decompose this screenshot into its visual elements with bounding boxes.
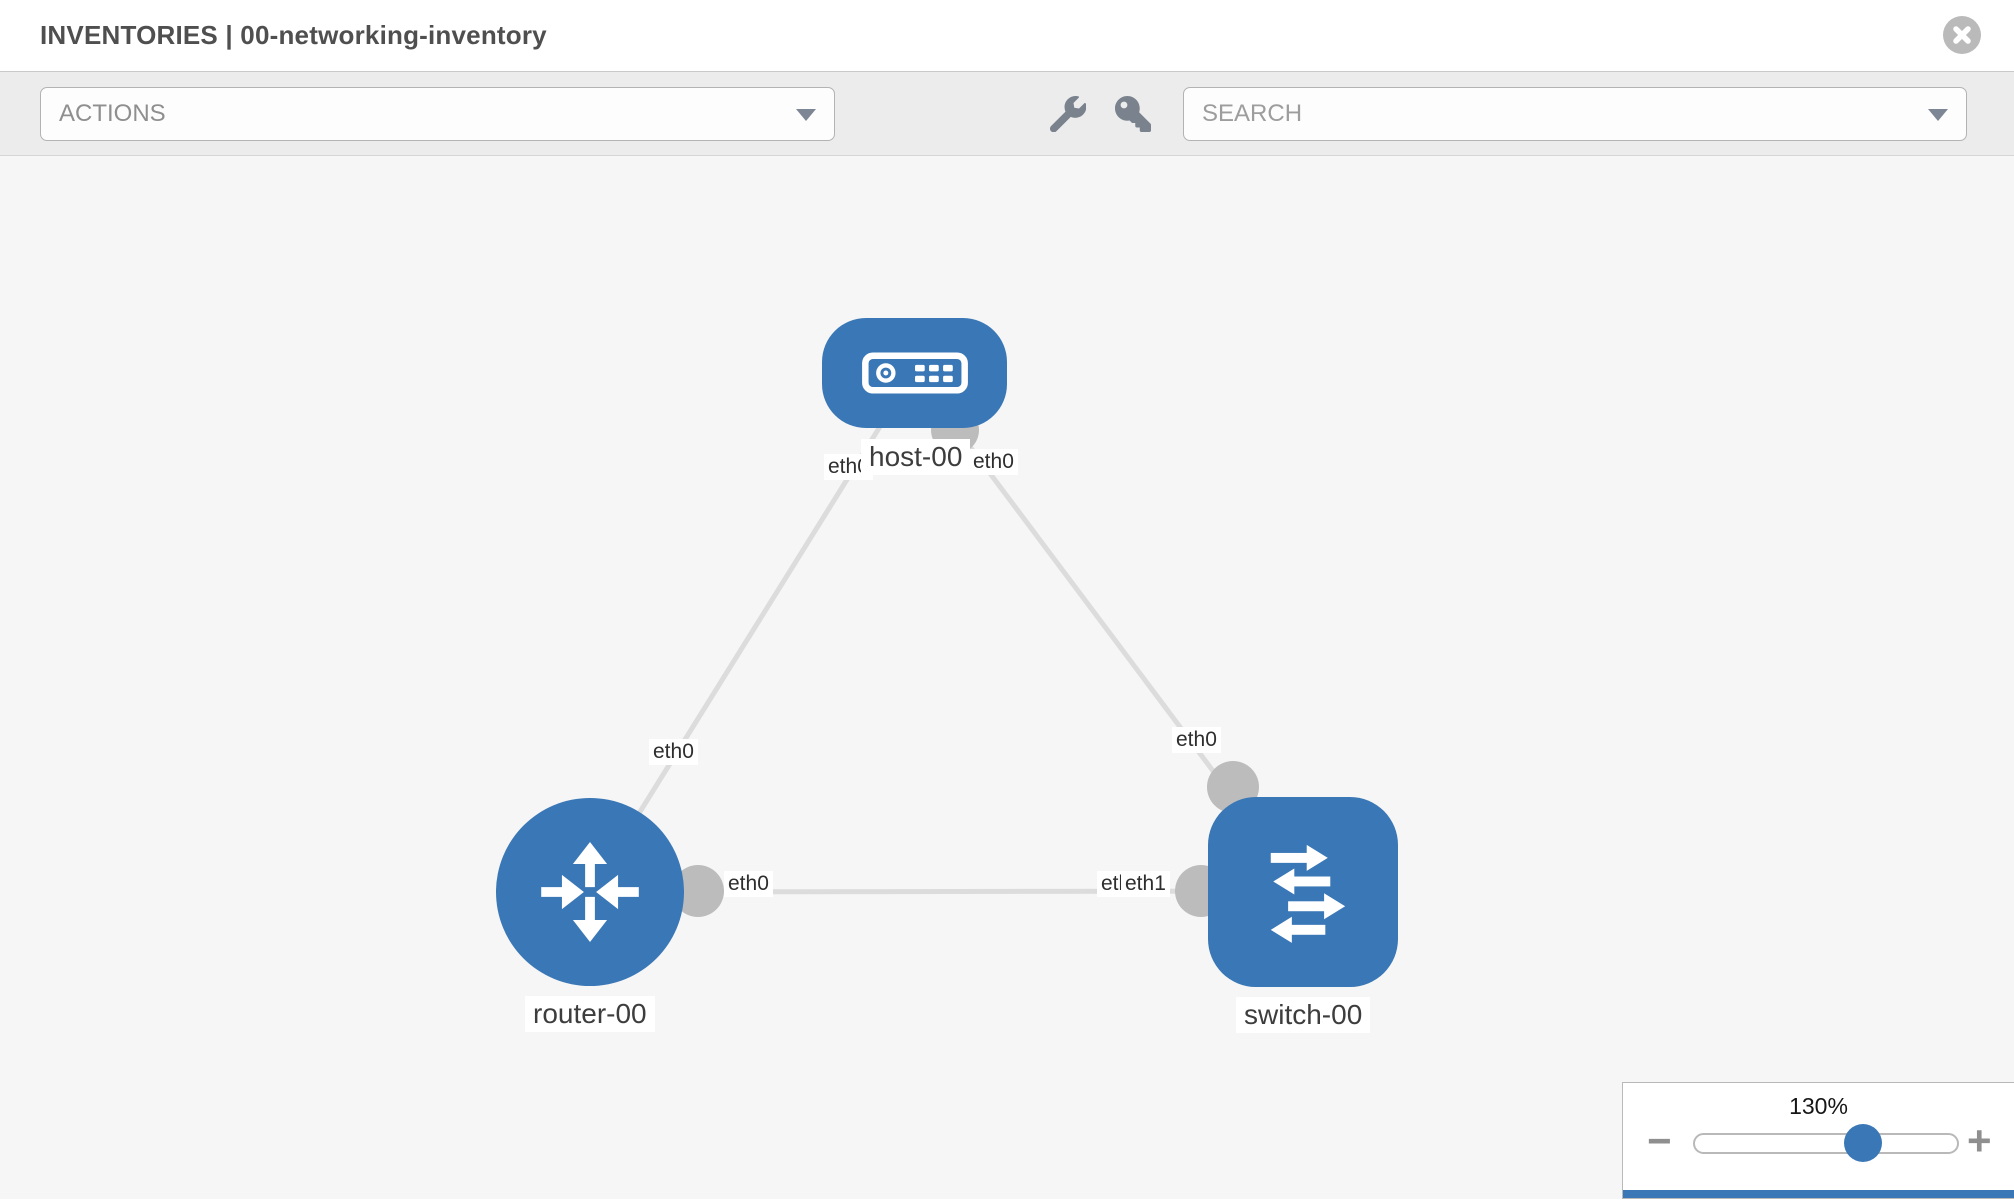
search-input[interactable] — [1184, 88, 1966, 140]
panel-bottom-accent — [1623, 1190, 2014, 1198]
page-title: INVENTORIES | 00-networking-inventory — [40, 20, 547, 50]
interface-label: eth0 — [649, 739, 698, 765]
node-router-00[interactable] — [496, 798, 684, 986]
node-name-switch-00: switch-00 — [1236, 997, 1371, 1033]
close-button[interactable] — [1943, 16, 1981, 54]
node-name-router-00: router-00 — [525, 996, 655, 1032]
wrench-icon[interactable] — [1050, 96, 1086, 132]
key-icon[interactable] — [1115, 96, 1151, 132]
zoom-level-value: 130% — [1789, 1093, 1848, 1119]
chevron-down-icon — [796, 109, 816, 121]
zoom-slider-track[interactable] — [1693, 1133, 1959, 1154]
node-host-00[interactable] — [822, 318, 1007, 428]
node-name-host-00: host-00 — [861, 439, 971, 475]
close-icon — [1953, 26, 1971, 44]
host-icon — [861, 352, 968, 394]
zoom-panel: 130% − + — [1622, 1082, 2014, 1199]
node-switch-00[interactable] — [1208, 797, 1398, 987]
zoom-out-button[interactable]: − — [1647, 1117, 1672, 1164]
zoom-slider-handle[interactable] — [1844, 1124, 1882, 1162]
topology-canvas[interactable]: eth0 eth0 eth0 eth0 eth0 eth0 eth1 host-… — [0, 156, 2014, 1199]
zoom-in-button[interactable]: + — [1967, 1117, 1992, 1164]
interface-dot — [672, 865, 724, 917]
interface-label: eth0 — [969, 449, 1018, 475]
actions-dropdown-label: ACTIONS — [59, 100, 166, 127]
topology-links-layer — [587, 370, 1306, 917]
interface-label: eth0 — [1172, 727, 1221, 753]
router-icon — [541, 841, 639, 943]
interface-label: eth0 — [724, 871, 773, 897]
switch-icon — [1270, 844, 1346, 943]
search-box[interactable] — [1183, 87, 1967, 141]
actions-dropdown[interactable]: ACTIONS — [40, 87, 835, 141]
toolbar: ACTIONS — [0, 72, 2014, 156]
chevron-down-icon — [1928, 109, 1948, 121]
interface-label: eth1 — [1121, 871, 1170, 897]
breadcrumb-header: INVENTORIES | 00-networking-inventory — [0, 0, 2014, 72]
